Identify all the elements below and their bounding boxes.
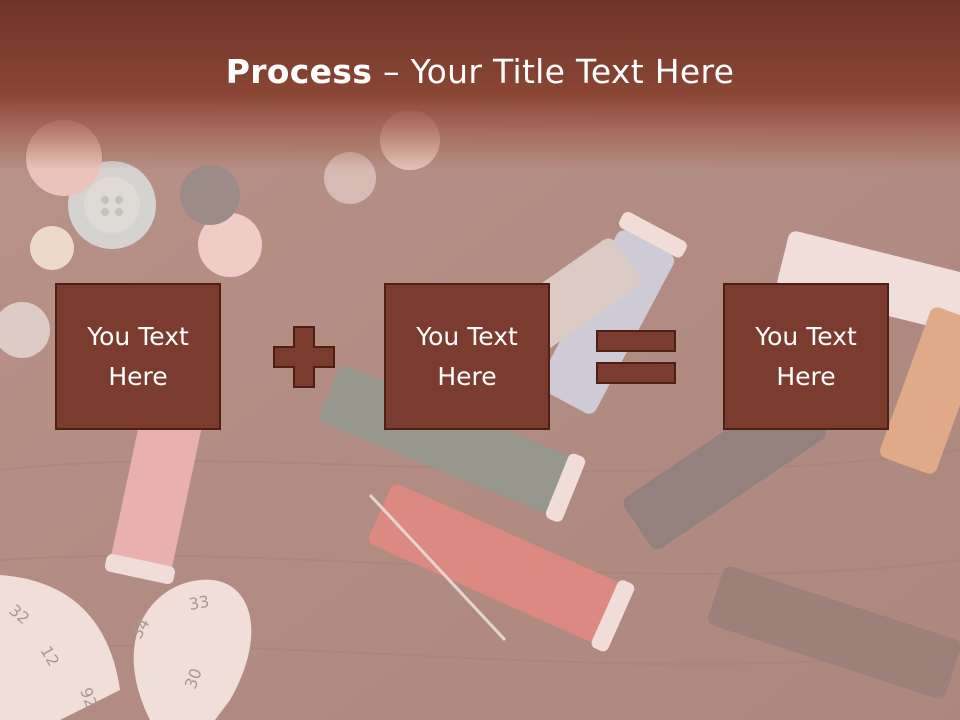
title-rest: Your Title Text Here (410, 52, 735, 91)
slide-title: Process – Your Title Text Here (0, 52, 960, 91)
title-dash: – (372, 52, 411, 91)
process-box-3-label: You Text Here (755, 321, 857, 391)
equals-icon (596, 330, 676, 384)
process-box-1: You Text Here (55, 283, 221, 430)
plus-icon (273, 326, 335, 388)
title-bold: Process (225, 52, 373, 91)
process-box-1-label: You Text Here (87, 321, 189, 391)
process-box-2: You Text Here (384, 283, 550, 430)
process-box-2-label: You Text Here (416, 321, 518, 391)
process-box-3: You Text Here (723, 283, 889, 430)
title-band (0, 0, 960, 170)
